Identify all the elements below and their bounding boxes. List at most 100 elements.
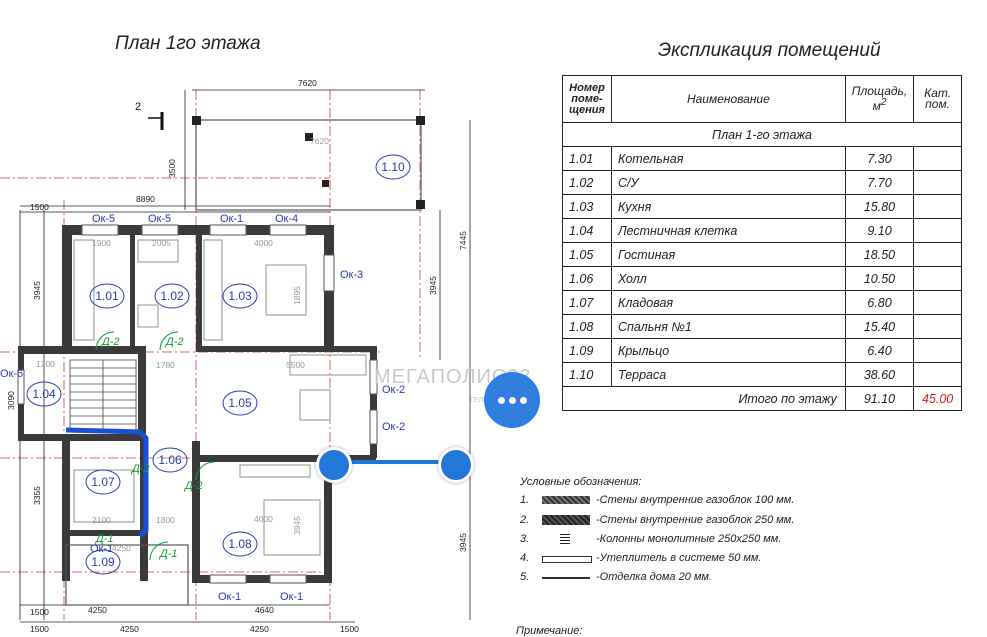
opening-tags: Ок-5 Ок-5 Ок-1 Ок-4 Ок-3 Ок-2 Ок-2 Ок-1 … [0,213,405,603]
cell-name: Крыльцо [610,338,846,363]
cell-area: 7.70 [844,170,915,195]
dim-text: 7620 [310,136,329,146]
header-cat: Кат. пом. [913,75,962,123]
section-label: 2 [135,101,141,113]
dim-text: 4640 [255,605,274,615]
room-marker [85,469,121,495]
boiler-equipment [73,239,95,341]
dim-text: 3355 [32,486,42,505]
dim-text: 3945 [292,516,302,535]
legend-symbol [542,515,590,525]
wall [324,458,332,583]
stair-highlight [65,427,149,538]
column [322,180,329,187]
room-label: 1.04 [32,387,56,401]
explication-table: Номер поме-щения Наименование Площадь, м… [562,75,962,411]
door-swing [149,541,169,561]
wall [192,575,332,583]
total-label: Итого по этажу [562,386,846,411]
explication-table-wrap: Номер поме-щения Наименование Площадь, м… [562,75,962,411]
total-area: 91.10 [844,386,915,411]
legend-text: -Стены внутренние газоблок 250 мм. [596,514,795,526]
cell-cat [913,338,962,363]
window-tag: Ок-1 [280,591,303,603]
dim-text: 2100 [92,515,111,525]
door-swing [159,331,179,351]
cell-num: 1.03 [562,194,612,219]
table-row: 1.02 С/У 7.70 [562,170,962,195]
doors [95,331,215,561]
cell-cat [913,146,962,171]
legend-num: 1. [520,494,530,506]
dim-text: 1500 [30,607,49,617]
measure-handle-start[interactable] [316,447,352,483]
door-tag: Д-2 [130,463,150,475]
window [209,224,247,236]
dim-text: 4000 [254,514,273,524]
table-row: 1.09 Крыльцо 6.40 [562,338,962,363]
wall [138,346,146,441]
window [81,224,119,236]
dim-text: 8890 [136,194,155,204]
window-tag: Ок-5 [92,213,115,225]
legend-num: 2. [520,514,530,526]
table-row: 1.04 Лестничная клетка 9.10 [562,218,962,243]
window [323,254,335,292]
dim-text: 4250 [112,543,131,553]
cell-area: 6.40 [844,338,915,363]
dim-text: 3945 [428,276,438,295]
cell-cat [913,170,962,195]
cell-area: 18.50 [844,242,915,267]
dim-text: 2005 [152,238,171,248]
cell-area: 15.80 [844,194,915,219]
dim-text: 1500 [340,624,359,634]
cell-cat [913,194,962,219]
more-options-button[interactable] [484,372,540,428]
dot-icon [497,396,505,404]
dimension-labels: 7620 7620 8890 1500 1500 1500 1500 3500 … [6,78,468,634]
room-label: 1.10 [381,160,405,174]
header-number: Номер поме-щения [562,75,612,123]
room-labels: 1.01 1.02 1.03 1.04 1.05 1.06 1.07 1.08 … [32,160,405,569]
legend-text: -Утеплитель в системе 50 мм. [596,552,762,564]
header-area: Площадь, м2 [844,75,915,123]
cell-name: Спальня №1 [610,314,846,339]
room-label: 1.07 [91,475,115,489]
window [141,224,179,236]
wall [196,455,376,462]
dim-text: 1500 [30,624,49,634]
window [17,369,25,405]
cell-area: 38.60 [844,362,915,387]
window [269,224,307,236]
cell-area: 9.10 [844,218,915,243]
window-tag: Ок-1 [220,213,243,225]
window-tag: Ок-5 [148,213,171,225]
wall [62,530,148,536]
cell-area: 15.40 [844,314,915,339]
dim-text: 4250 [250,624,269,634]
room-marker [222,531,258,557]
door-tag: Д-1 [94,533,114,545]
measure-handle-end[interactable] [438,447,474,483]
window-tag: Ок-2 [382,421,405,433]
table-row: 1.08 Спальня №1 15.40 [562,314,962,339]
table-row: 1.06 Холл 10.50 [562,266,962,291]
dim-text: 4000 [254,238,273,248]
explication-title: Экспликация помещений [658,40,881,61]
cell-name: Гостиная [610,242,846,267]
wall [196,235,202,350]
wall [62,225,72,350]
terrace-columns [192,116,425,209]
cell-num: 1.01 [562,146,612,171]
note-label: Примечание: [516,625,583,637]
header-name: Наименование [610,75,846,123]
header-area-text: Площадь, м [851,84,908,113]
room-label: 1.09 [91,555,115,569]
door-tag: Д-2 [100,336,120,348]
dim-text: 1900 [92,238,111,248]
cell-num: 1.04 [562,218,612,243]
room-marker [222,283,258,309]
door-tag: Д-2 [183,480,203,492]
dim-text: 7445 [458,231,468,250]
table-row: 1.10 Терраса 38.60 [562,362,962,387]
